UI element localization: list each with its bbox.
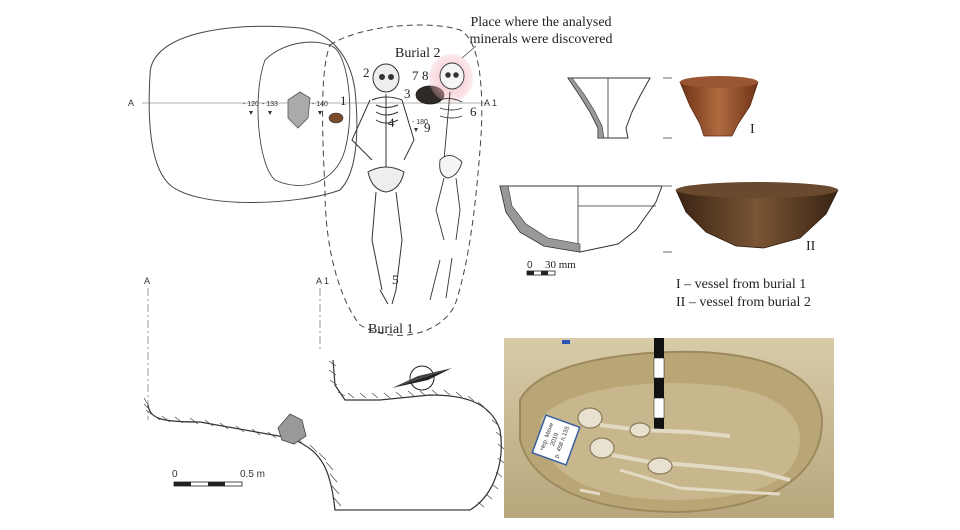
- find-number-9: 9: [424, 120, 431, 135]
- profile-stone: [277, 413, 307, 445]
- find-number-3: 3: [404, 86, 411, 101]
- excavation-photo: Чер. Мене 2019 р. 458 п.155: [504, 338, 834, 518]
- plan-label-a1: A 1: [484, 98, 497, 108]
- find-number-8: 8: [422, 68, 429, 83]
- profile-hatching-left: [143, 397, 342, 507]
- skeleton-burial-1: [351, 63, 415, 305]
- annotation-line-2: minerals were discovered: [469, 32, 612, 47]
- stone: [287, 91, 311, 129]
- depth-marker: - 140: [312, 101, 328, 115]
- vessel-scale-bar: [526, 270, 556, 276]
- find-number-6: 6: [470, 104, 477, 119]
- plan-label-a: A: [128, 98, 134, 108]
- skeleton-burial-2: [429, 62, 465, 301]
- svg-text:- 133: - 133: [262, 101, 278, 108]
- vessel-scale-start: 0: [527, 260, 533, 271]
- svg-text:- 120: - 120: [243, 101, 259, 108]
- profile-outline: [147, 359, 502, 511]
- find-number-7: 7: [412, 68, 419, 83]
- photo-sign-line-2: 2019: [550, 432, 560, 447]
- vessel-2-drawing: [499, 185, 672, 253]
- vessel-scale-end: 30 mm: [545, 259, 576, 271]
- photo-skeletons: [577, 407, 791, 496]
- plan-view: A A 1 - 120 - 133 - 140 - 180: [128, 15, 613, 337]
- north-arrow-icon: [392, 365, 452, 391]
- vessel-1-photo: [679, 76, 759, 137]
- vessel-2-photo: [675, 182, 839, 249]
- depth-marker: - 133: [262, 101, 278, 115]
- profile-view: A A 1 0 0.5 m: [143, 276, 505, 511]
- find-number-1: 1: [340, 93, 347, 108]
- profile-scale-end: 0.5 m: [240, 469, 265, 480]
- svg-text:- 180: - 180: [412, 119, 428, 126]
- annotation-line-1: Place where the analysed: [470, 15, 611, 30]
- photo-label-card: Чер. Мене 2019 р. 458 п.155: [531, 414, 581, 466]
- vessel-1-drawing: [567, 77, 672, 139]
- vessel-drawings: I II 0 30 mm I – vessel from burial 1 II…: [499, 76, 839, 310]
- profile-label-a1: A 1: [316, 276, 329, 286]
- vessel-2-numeral: II: [806, 239, 816, 254]
- grave-dashed-outline: [322, 24, 483, 336]
- find-number-4: 4: [388, 115, 395, 130]
- pit-inner-outline: [257, 41, 351, 186]
- find-1-object: [328, 112, 344, 124]
- find-number-5: 5: [392, 272, 399, 287]
- legend-vessel-1: I – vessel from burial 1: [676, 277, 806, 292]
- depth-marker: - 180: [412, 119, 428, 132]
- svg-text:- 140: - 140: [312, 101, 328, 108]
- profile-scale-bar: [173, 481, 243, 487]
- profile-label-a: A: [144, 276, 150, 286]
- find-number-2: 2: [363, 65, 370, 80]
- annotation-pointer: [461, 45, 477, 59]
- profile-scale-start: 0: [172, 469, 178, 480]
- legend-vessel-2: II – vessel from burial 2: [676, 295, 811, 310]
- pit-outline: [148, 25, 358, 203]
- burial-1-label: Burial 1: [368, 322, 414, 337]
- depth-marker: - 120: [243, 101, 259, 115]
- vessel-1-numeral: I: [750, 122, 755, 137]
- profile-hatching-right: [328, 360, 505, 508]
- burial-2-label: Burial 2: [395, 46, 441, 61]
